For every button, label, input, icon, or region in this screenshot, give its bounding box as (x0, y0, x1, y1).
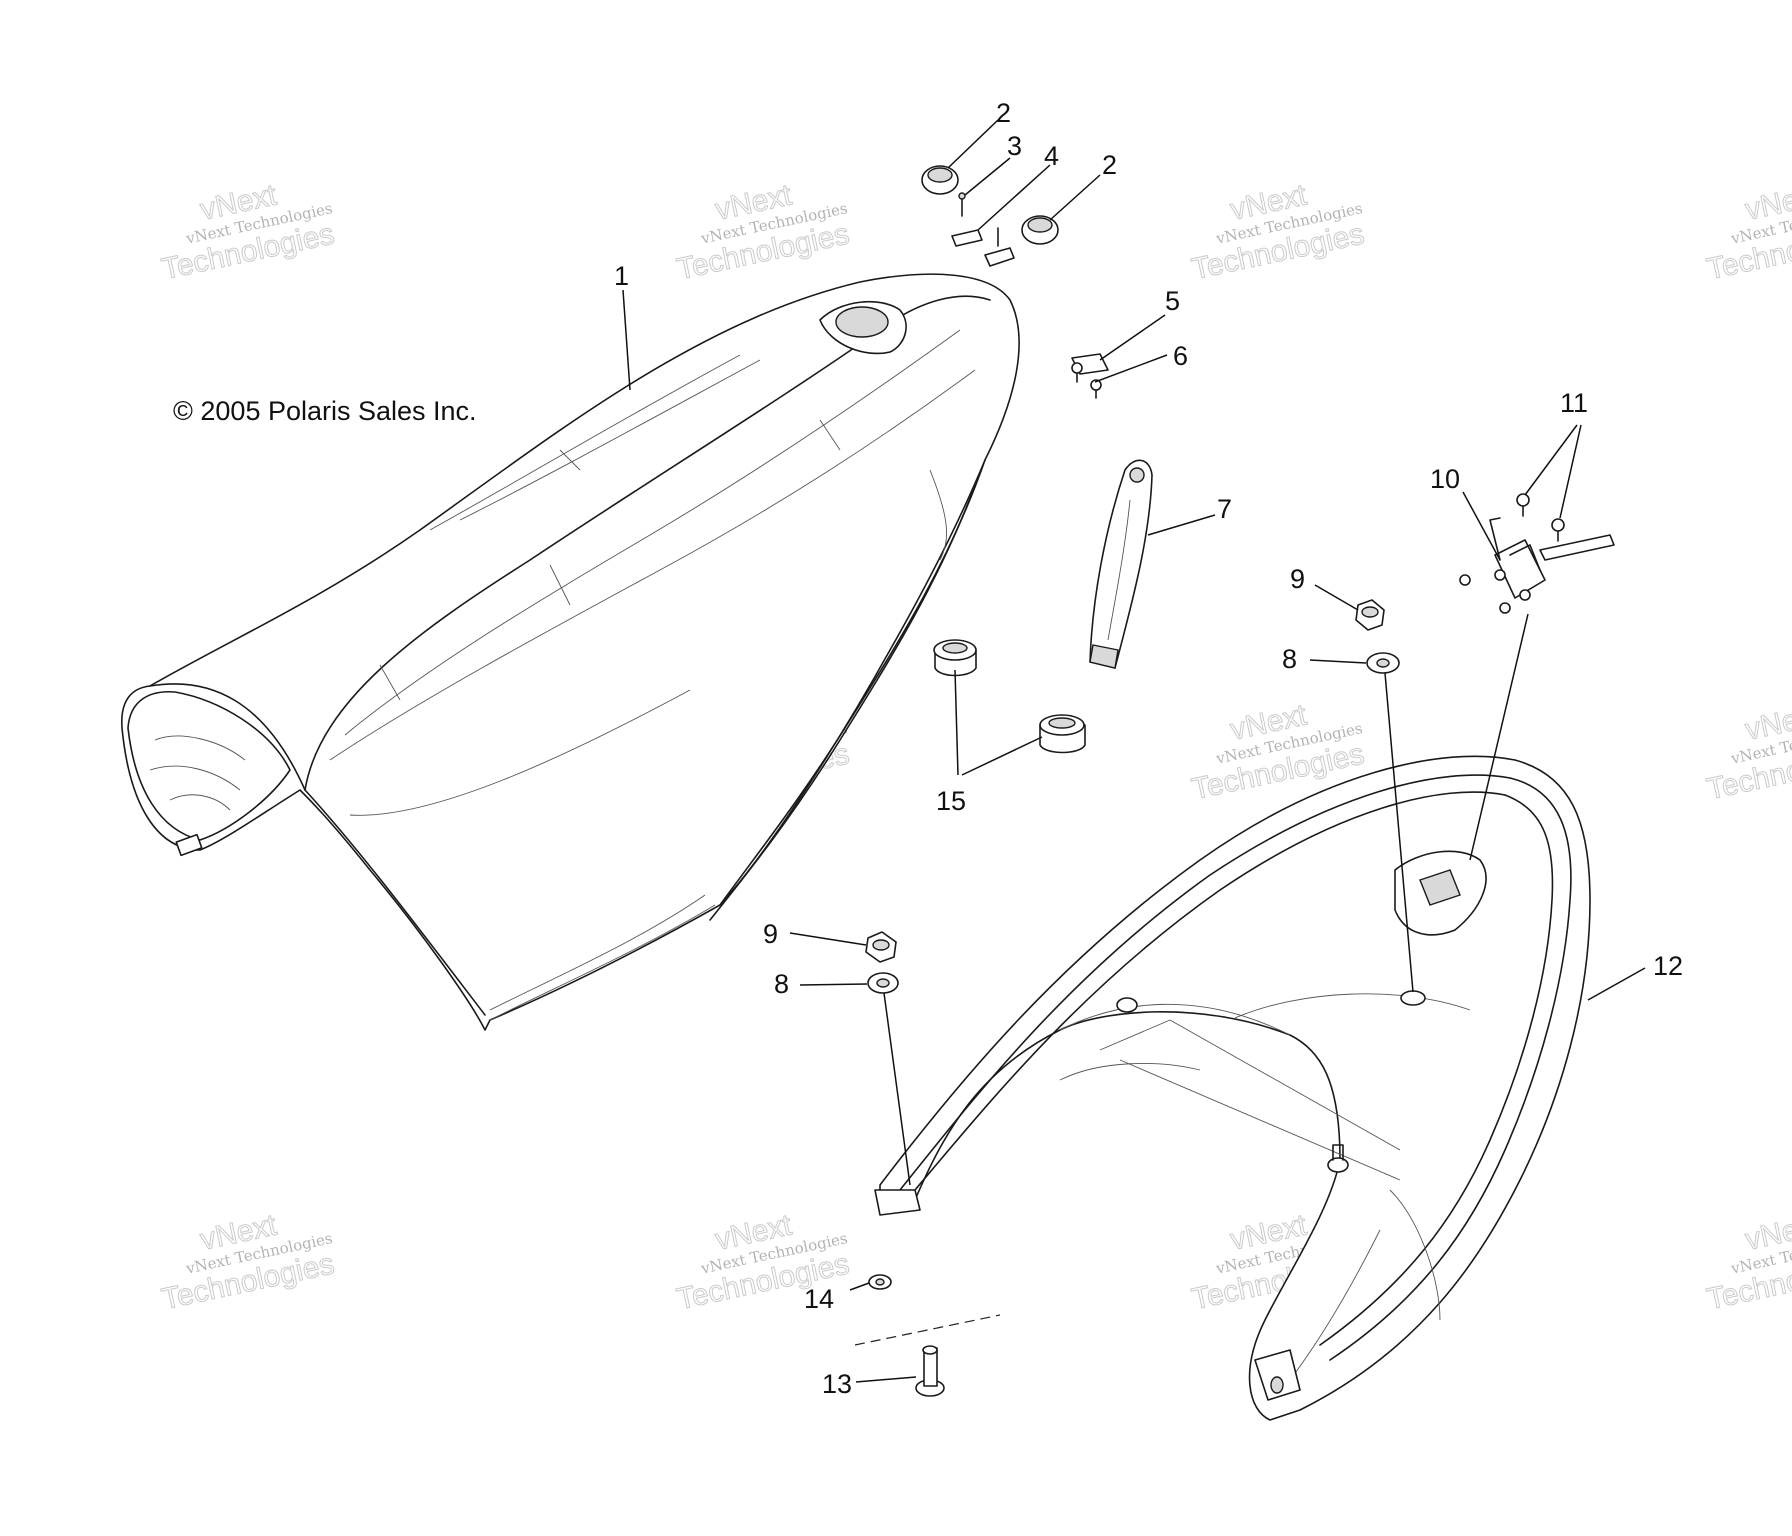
washer-part-8b (867, 972, 899, 994)
screw-part-3 (958, 192, 966, 217)
callouts: 1 2 2 3 4 5 6 7 9 8 10 11 15 9 8 12 14 1… (614, 98, 1683, 1399)
bumper-part-2a (921, 165, 959, 195)
callout-1: 1 (614, 261, 629, 291)
callout-2b: 2 (1102, 150, 1117, 180)
nut-part-9a (1355, 599, 1385, 631)
alignment-line (1469, 613, 1529, 861)
washer-part-8a (1366, 652, 1400, 674)
watermark: vNext vNext Technologies Technologies (673, 178, 852, 287)
callout-14: 14 (804, 1284, 834, 1314)
watermark: vNext vNext Technologies Technologies (1188, 178, 1367, 287)
screws-part-11 (1516, 493, 1565, 542)
seat-base-part-12 (874, 755, 1591, 1421)
seat-part-1 (121, 273, 1020, 1031)
callout-6: 6 (1173, 341, 1188, 371)
callout-8a: 8 (1282, 644, 1297, 674)
watermark: vNext vNext Technologies Technologies (1703, 1208, 1792, 1317)
callout-7: 7 (1217, 494, 1232, 524)
latch-part-10 (1459, 517, 1615, 614)
callout-10: 10 (1430, 464, 1460, 494)
callout-9b: 9 (763, 919, 778, 949)
pin-part-13 (915, 1345, 945, 1397)
callout-8b: 8 (774, 969, 789, 999)
nut-part-9b (865, 931, 897, 963)
bumper-part-15a (933, 639, 977, 677)
callout-2a: 2 (996, 98, 1011, 128)
screws-part-6 (1071, 362, 1102, 399)
callout-4: 4 (1044, 141, 1059, 171)
callout-5: 5 (1165, 286, 1180, 316)
callout-3: 3 (1007, 131, 1022, 161)
bumper-part-2b (1021, 215, 1059, 245)
callout-11: 11 (1560, 388, 1588, 418)
callout-9a: 9 (1290, 564, 1305, 594)
alignment-line (883, 992, 911, 1186)
watermark: vNext vNext Technologies Technologies (158, 178, 337, 287)
bumper-part-15b (1039, 714, 1086, 754)
callout-12: 12 (1653, 951, 1683, 981)
watermark: vNext vNext Technologies Technologies (158, 1208, 337, 1317)
clip-part-4 (951, 227, 1015, 267)
watermark: vNext vNext Technologies Technologies (1703, 178, 1792, 287)
callout-15: 15 (936, 786, 966, 816)
leader-lines (622, 119, 1646, 1383)
alignment-line (854, 1314, 1001, 1346)
copyright-text: © 2005 Polaris Sales Inc. (173, 396, 477, 426)
callout-13: 13 (822, 1369, 852, 1399)
alignment-line (1384, 672, 1414, 993)
washer-part-14 (868, 1274, 892, 1290)
watermark: vNext vNext Technologies Technologies (1703, 698, 1792, 807)
strap-part-7 (1089, 459, 1153, 669)
